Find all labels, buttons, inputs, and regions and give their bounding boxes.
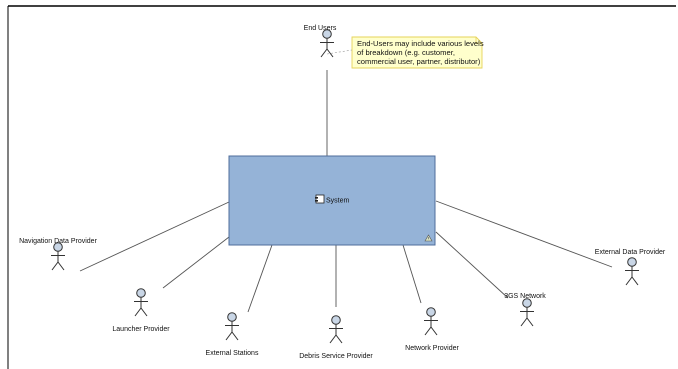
actor-3gs-network[interactable]: 3GS Network bbox=[504, 293, 546, 327]
note-line-3: commercial user, partner, distributor) bbox=[357, 57, 481, 66]
note-line-1: End-Users may include various levels bbox=[357, 39, 484, 48]
association-3gs-network bbox=[435, 231, 509, 299]
actor-icon bbox=[520, 298, 534, 327]
actor-external-stations[interactable]: External Stations bbox=[206, 312, 259, 357]
actor-end-users[interactable]: End Users bbox=[304, 25, 337, 58]
system-label: System bbox=[326, 198, 350, 205]
actor-label: End Users bbox=[304, 25, 337, 32]
actor-icon bbox=[51, 242, 65, 271]
note[interactable]: End-Users may include various levels of … bbox=[351, 36, 484, 69]
component-icon bbox=[315, 194, 325, 204]
actor-icon bbox=[320, 29, 334, 58]
system-box[interactable] bbox=[228, 155, 436, 246]
actor-icon bbox=[625, 257, 639, 286]
actor-launcher-provider[interactable]: Launcher Provider bbox=[112, 288, 170, 333]
actor-network-provider[interactable]: Network Provider bbox=[405, 307, 460, 352]
actor-external-data-provider[interactable]: External Data Provider bbox=[595, 249, 666, 286]
association-external-stations bbox=[247, 244, 273, 313]
actor-icon bbox=[225, 312, 239, 341]
actor-icon bbox=[329, 315, 343, 344]
actor-label: 3GS Network bbox=[504, 293, 546, 300]
actor-label: Navigation Data Provider bbox=[19, 238, 97, 245]
association-navigation-data-provider bbox=[79, 201, 230, 272]
actor-label: Launcher Provider bbox=[112, 326, 170, 333]
actor-label: Network Provider bbox=[405, 345, 459, 352]
actor-debris-service-provider[interactable]: Debris Service Provider bbox=[299, 315, 373, 360]
warning-triangle-icon bbox=[424, 234, 433, 242]
actor-label: External Stations bbox=[206, 350, 259, 357]
actor-icon bbox=[134, 288, 148, 317]
association-launcher-provider bbox=[162, 236, 230, 289]
note-anchor bbox=[326, 49, 353, 55]
association-external-data-provider bbox=[435, 200, 613, 268]
association-network-provider bbox=[402, 244, 422, 304]
actor-navigation-data-provider[interactable]: Navigation Data Provider bbox=[19, 238, 98, 271]
actor-label: External Data Provider bbox=[595, 249, 666, 256]
actor-icon bbox=[424, 307, 438, 336]
actor-label: Debris Service Provider bbox=[299, 353, 373, 360]
note-line-2: of breakdown (e.g. customer, bbox=[357, 48, 455, 57]
association-lines bbox=[79, 70, 613, 313]
